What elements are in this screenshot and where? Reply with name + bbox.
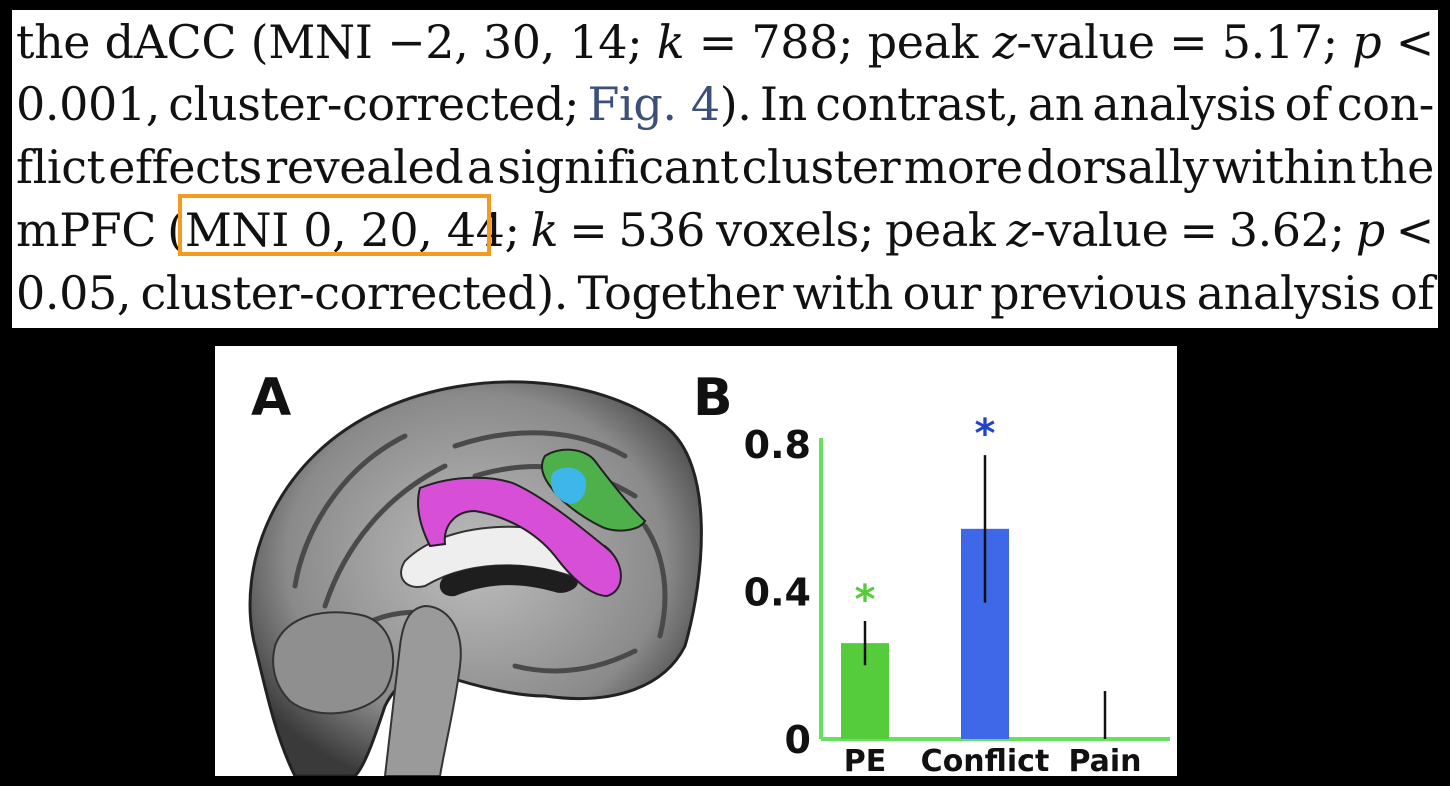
text-word: k — [656, 15, 685, 69]
text-word: 3.62; — [1228, 203, 1345, 257]
figure-panel: 0 0.4 0.8 * PE * Conflict Pain A B — [215, 346, 1177, 776]
text-word: with — [792, 266, 894, 320]
text-word: (MNI 0, 20, 44; — [167, 203, 520, 257]
y-tick-label: 0.4 — [744, 571, 811, 615]
text-word: In — [759, 77, 807, 131]
text-word: significant — [497, 140, 739, 194]
highlight-box — [178, 194, 491, 256]
text-word: analysis — [1196, 266, 1381, 320]
text-word: = — [1169, 15, 1208, 69]
text-word: more — [903, 140, 1023, 194]
x-tick-label: Conflict — [921, 744, 1050, 776]
text-word: = — [698, 15, 738, 69]
text-word: < — [1395, 15, 1435, 69]
text-word: contrast, — [815, 77, 1020, 131]
text-word: of — [1284, 77, 1329, 131]
text-word: con- — [1336, 77, 1434, 131]
panel-b-label: B — [693, 368, 733, 428]
text-word: the — [16, 15, 91, 69]
text-word: dorsally — [1026, 140, 1209, 194]
brain-illustration — [248, 380, 703, 776]
text-word: cluster-corrected; — [168, 77, 580, 131]
text-word: (MNI — [250, 15, 373, 69]
text-word: 0.001, — [16, 77, 160, 131]
text-word: peak — [867, 15, 979, 69]
significance-star: * — [975, 411, 996, 457]
text-word: z-value — [992, 15, 1155, 69]
brainstem — [383, 604, 462, 776]
text-word: < — [1395, 203, 1435, 257]
bar-chart: 0 0.4 0.8 * PE * Conflict Pain — [744, 411, 1170, 776]
text-word: previous — [990, 266, 1188, 320]
text-word: a — [466, 140, 494, 194]
text-word: 5.17; — [1221, 15, 1338, 69]
ventricle — [439, 564, 578, 597]
y-tick-label: 0.8 — [744, 423, 811, 467]
text-word: mPFC — [16, 203, 157, 257]
text-word: 0.05, — [16, 266, 132, 320]
cerebellum — [272, 611, 395, 715]
text-word: voxels; — [716, 203, 874, 257]
figure-svg: 0 0.4 0.8 * PE * Conflict Pain — [248, 380, 1170, 776]
y-tick-label: 0 — [785, 718, 811, 762]
text-word: within — [1212, 140, 1357, 194]
text-word: peak — [885, 203, 996, 257]
text-word: Fig. 4). — [587, 77, 752, 131]
panel-a-label: A — [251, 368, 292, 428]
text-word: effects — [108, 140, 262, 194]
text-word: Together — [577, 266, 784, 320]
figure-link[interactable]: Fig. 4 — [587, 77, 721, 131]
text-word: 14; — [569, 15, 643, 69]
text-word: an — [1027, 77, 1085, 131]
text-word: the — [1359, 140, 1435, 194]
text-word: k — [530, 203, 559, 257]
significance-star: * — [855, 577, 876, 623]
text-word: = — [1179, 203, 1218, 257]
text-word: p — [1355, 203, 1385, 257]
text-word: of — [1390, 266, 1434, 320]
text-word: −2, — [387, 15, 469, 69]
text-word: revealed — [265, 140, 464, 194]
x-tick-label: Pain — [1068, 744, 1141, 776]
text-word: 536 — [618, 203, 706, 257]
text-word: flict — [16, 140, 105, 194]
pe-region — [417, 476, 622, 598]
x-tick-label: PE — [844, 744, 886, 776]
text-word: 788; — [751, 15, 854, 69]
text-word: cluster-corrected). — [140, 266, 569, 320]
text-word: cluster — [741, 140, 901, 194]
text-word: p — [1352, 15, 1382, 69]
text-word: 30, — [482, 15, 555, 69]
text-word: = — [569, 203, 608, 257]
text-word: analysis — [1092, 77, 1277, 131]
text-word: z-value — [1006, 203, 1169, 257]
overlap-region — [551, 467, 587, 504]
text-word: dACC — [104, 15, 237, 69]
text-word: our — [902, 266, 982, 320]
